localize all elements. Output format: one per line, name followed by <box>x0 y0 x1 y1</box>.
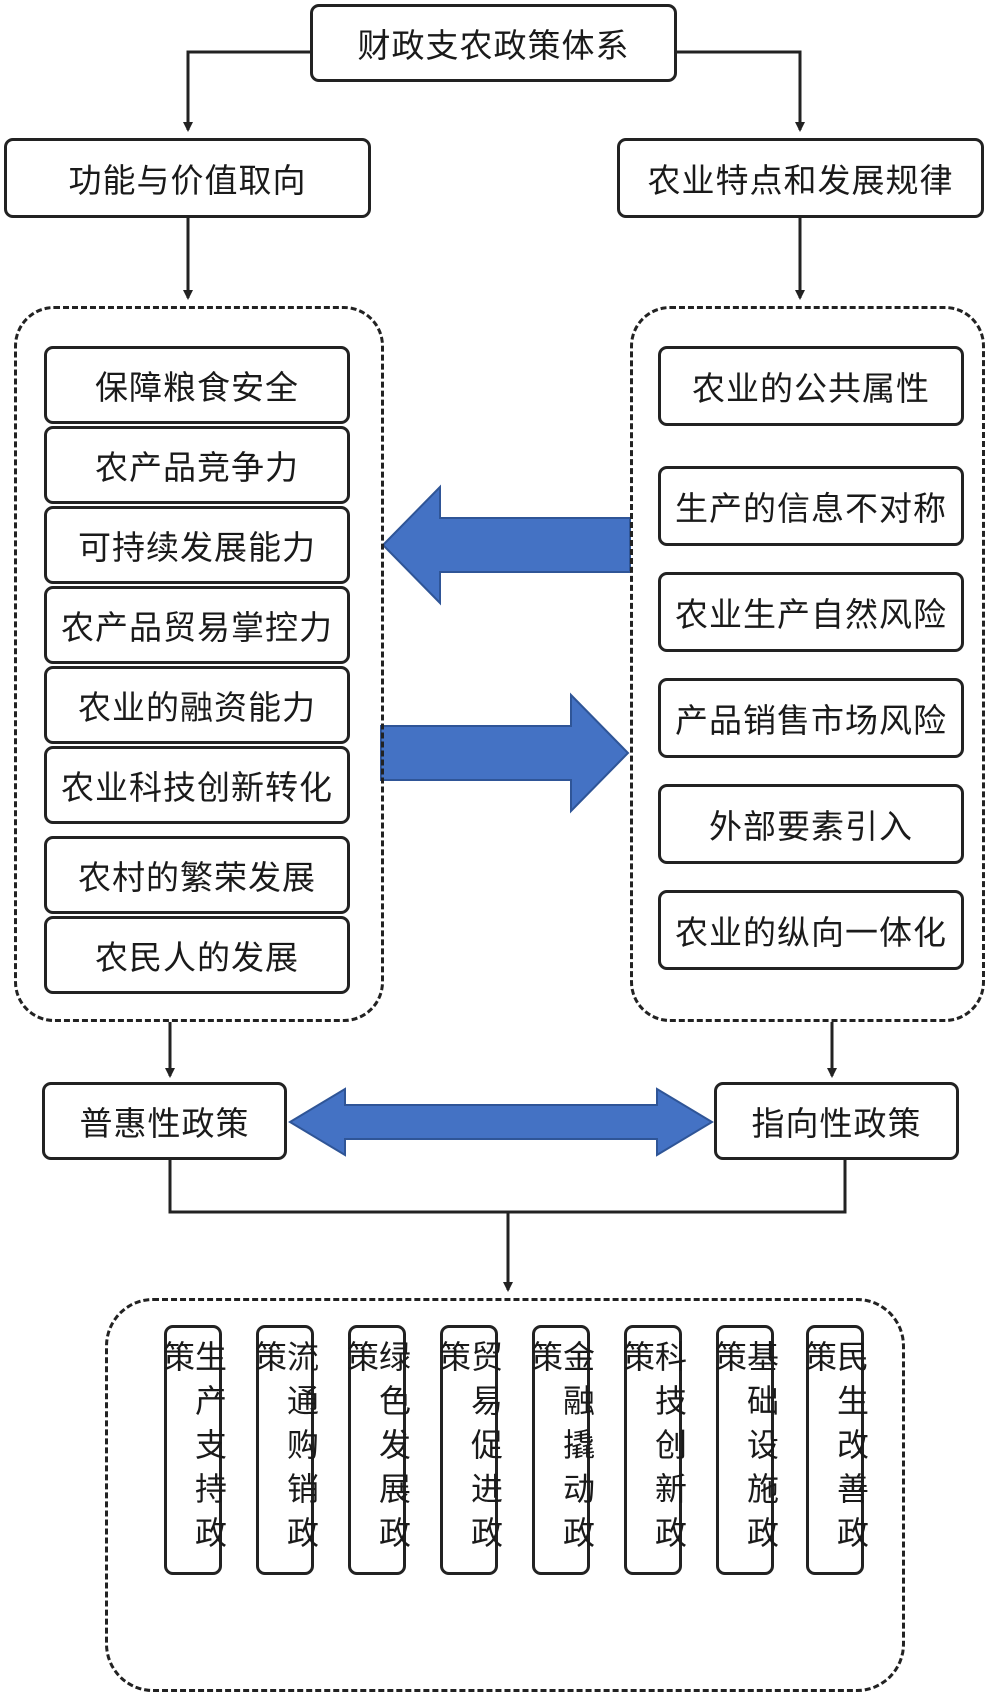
features-header: 农业特点和发展规律 <box>617 138 984 218</box>
policy-box: 贸易促进政策 <box>434 1325 504 1575</box>
feature-item: 农业生产自然风险 <box>658 572 964 652</box>
policy-box: 金融撬动政策 <box>526 1325 596 1575</box>
targeted-policy-box: 指向性政策 <box>714 1082 959 1160</box>
policy-box: 科技创新政策 <box>618 1325 688 1575</box>
feature-item: 产品销售市场风险 <box>658 678 964 758</box>
function-item: 农产品贸易掌控力 <box>44 586 350 664</box>
function-item: 农业科技创新转化 <box>44 746 350 824</box>
function-item: 可持续发展能力 <box>44 506 350 584</box>
feature-item: 外部要素引入 <box>658 784 964 864</box>
function-item: 农民人的发展 <box>44 916 350 994</box>
left-block-arrow <box>381 484 631 606</box>
function-item: 农产品竞争力 <box>44 426 350 504</box>
double-block-arrow <box>288 1087 714 1157</box>
feature-item: 生产的信息不对称 <box>658 466 964 546</box>
system-title: 财政支农政策体系 <box>310 4 677 82</box>
policy-box: 生产支持政策 <box>158 1325 228 1575</box>
function-header: 功能与价值取向 <box>4 138 371 218</box>
policy-box: 流通购销政策 <box>250 1325 320 1575</box>
inclusive-to-bottom-connector <box>168 1158 847 1214</box>
inclusive-policy-box: 普惠性政策 <box>42 1082 287 1160</box>
title-to-features-connector <box>677 50 805 132</box>
title-to-function-connector <box>183 50 310 132</box>
function-group <box>14 306 384 1022</box>
function-item: 农业的融资能力 <box>44 666 350 744</box>
right-block-arrow <box>380 692 630 814</box>
policies-group <box>105 1298 905 1692</box>
features-group <box>630 306 985 1022</box>
policy-box: 绿色发展政策 <box>342 1325 412 1575</box>
feature-item: 农业的纵向一体化 <box>658 890 964 970</box>
function-item: 保障粮食安全 <box>44 346 350 424</box>
policy-box: 基础设施政策 <box>710 1325 780 1575</box>
function-item: 农村的繁荣发展 <box>44 836 350 914</box>
policy-box: 民生改善政策 <box>800 1325 870 1575</box>
feature-item: 农业的公共属性 <box>658 346 964 426</box>
